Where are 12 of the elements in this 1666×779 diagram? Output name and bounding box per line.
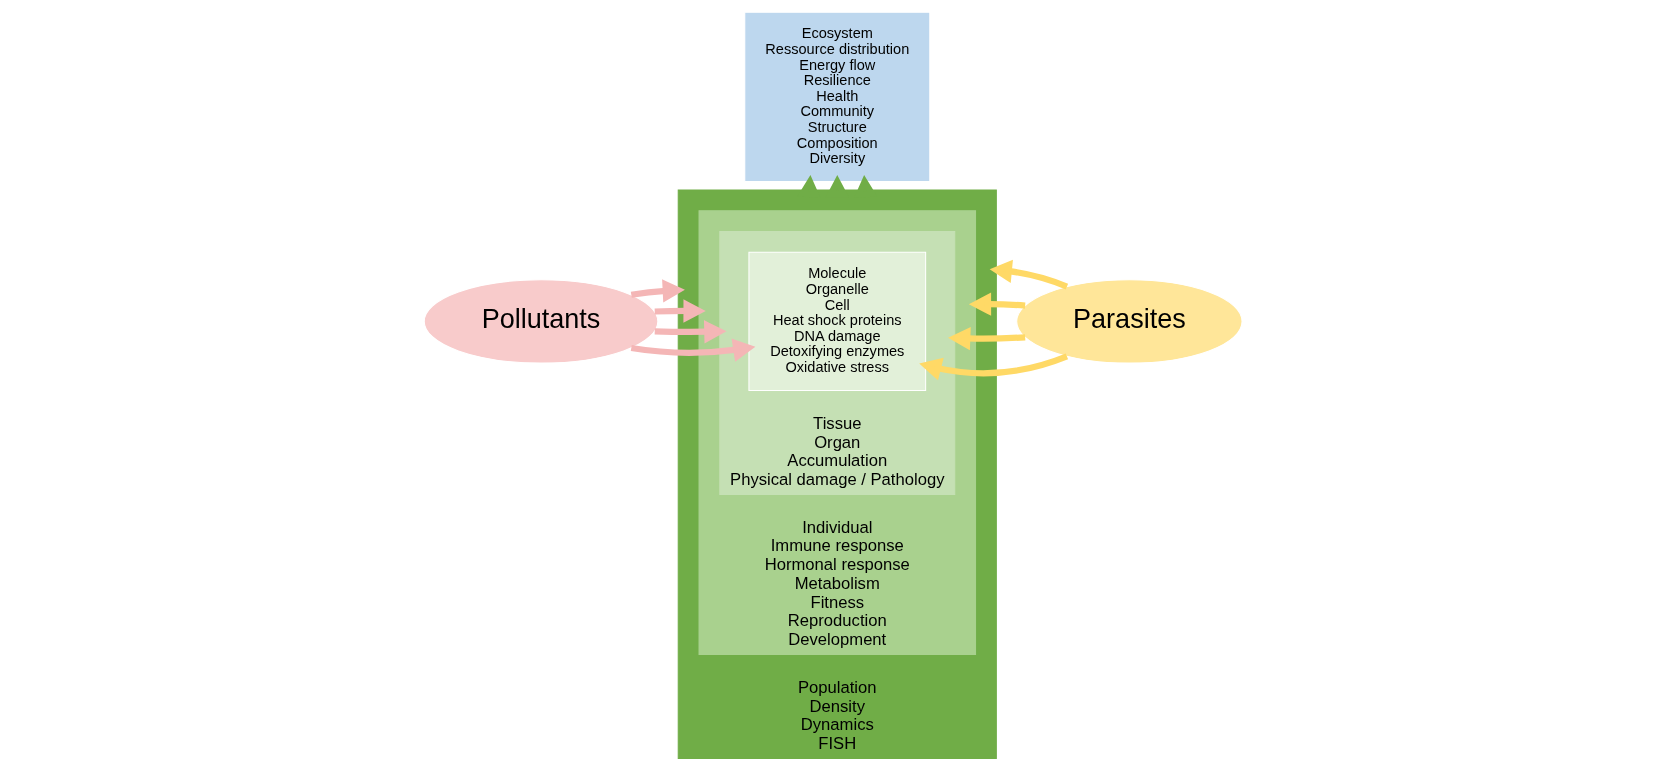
arrow — [630, 338, 756, 362]
node-ellipse: Pollutants — [423, 279, 659, 364]
arrow — [630, 279, 685, 303]
arrow — [989, 259, 1069, 290]
node-box: Molecule Organelle Cell Heat shock proteins DNA damage Detoxifying enzymes Oxidative stress — [748, 251, 927, 392]
arrow — [654, 320, 727, 344]
node-box: Ecosystem Ressource distribution Energy flow Resilience Health Community Structure Composition Diversity — [744, 11, 931, 183]
arrow — [948, 326, 1026, 351]
arrow — [919, 353, 1069, 381]
arrow — [654, 299, 706, 323]
node-ellipse: Parasites — [1016, 279, 1243, 364]
arrow — [968, 292, 1026, 316]
